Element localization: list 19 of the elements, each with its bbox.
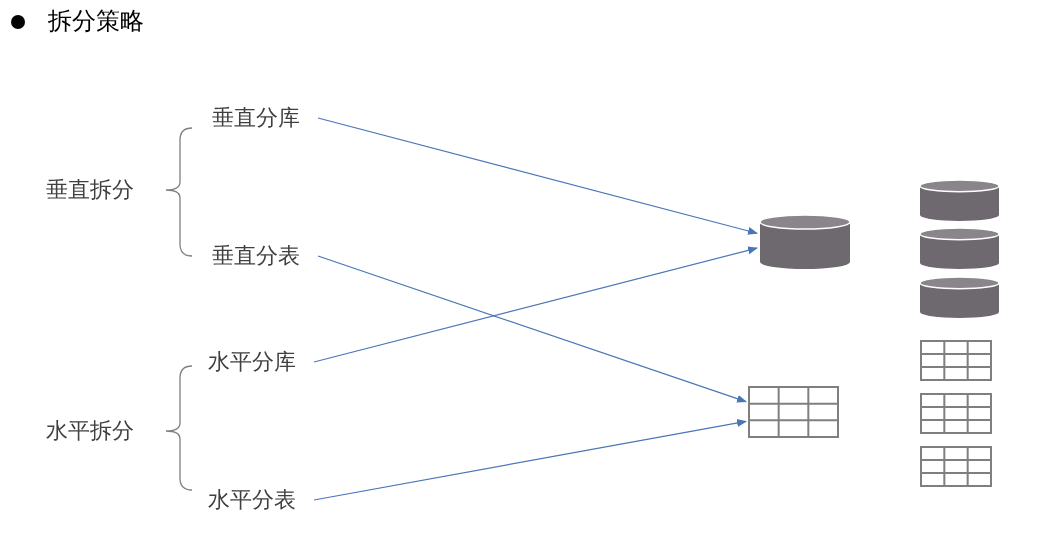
category-label: 水平拆分 bbox=[46, 417, 134, 445]
category-label: 垂直拆分 bbox=[46, 176, 134, 204]
arrow bbox=[313, 246, 758, 363]
text-label: 水平分表 bbox=[208, 486, 296, 514]
title: 拆分策略 bbox=[48, 6, 144, 36]
text-label: 垂直分库 bbox=[212, 104, 300, 132]
database-cylinder bbox=[919, 276, 1000, 318]
arrow bbox=[317, 117, 758, 235]
table-grid bbox=[920, 446, 992, 487]
database-cylinder bbox=[919, 227, 1000, 269]
database-cylinder bbox=[919, 179, 1000, 221]
text-label: 垂直分表 bbox=[212, 242, 300, 270]
text-label: 水平分库 bbox=[208, 348, 296, 376]
table-grid bbox=[920, 340, 992, 381]
table-grid bbox=[748, 386, 839, 438]
database-cylinder bbox=[759, 214, 851, 269]
arrow bbox=[317, 255, 747, 403]
table-grid bbox=[920, 393, 992, 434]
arrow bbox=[313, 419, 747, 501]
